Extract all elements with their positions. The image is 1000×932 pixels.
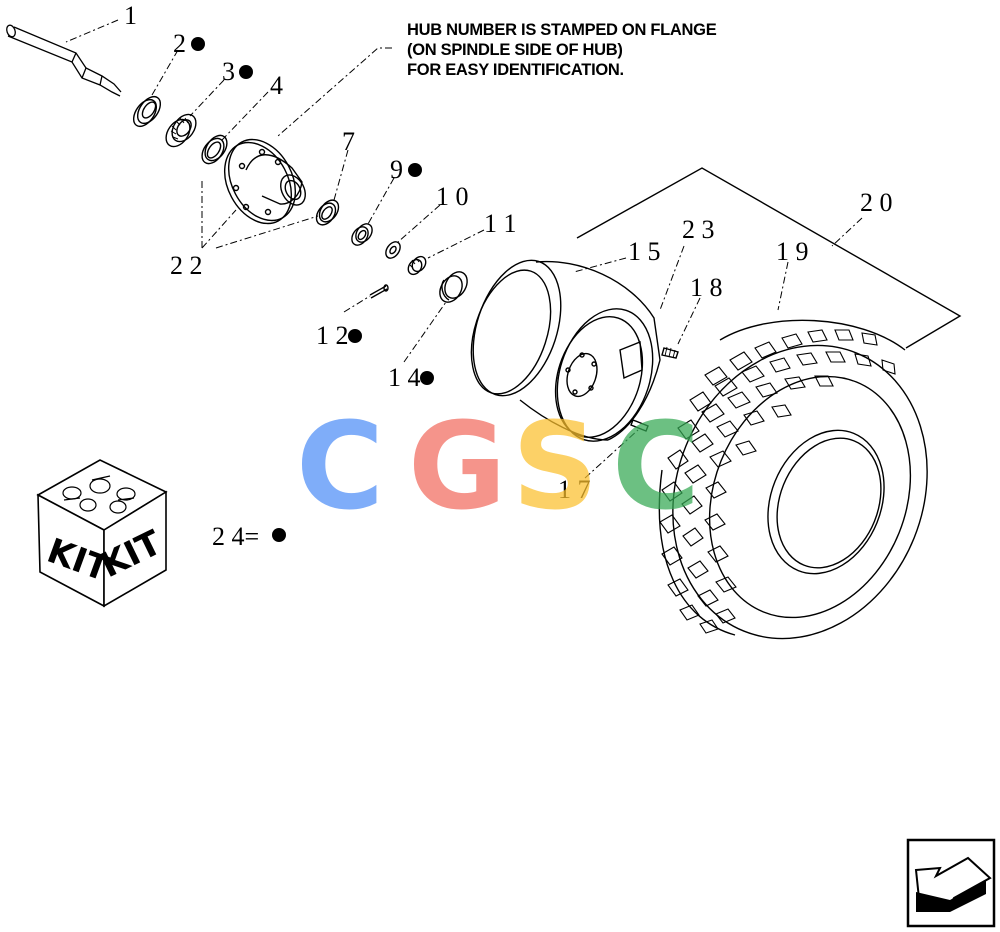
callout-labels: 1 2 3 4 7 9 1 0 1 1 1 2 1 4 1 5 1 7 1 8 … [124,1,893,551]
kit-box-icon: KIT KIT [36,459,169,608]
callout-12: 1 2 [316,321,349,350]
filled-dot-marker-icon [420,371,434,385]
cgsc-watermark: C G S C [296,398,700,537]
valve-stem-part[interactable] [661,346,679,359]
watermark-letter-g: G [408,398,507,537]
callout-17: 1 7 [558,475,591,504]
cotter-pin-part[interactable] [369,284,389,299]
filled-dot-marker-icon [408,163,422,177]
callout-11: 1 1 [484,209,517,238]
bearing-cone-part[interactable] [161,110,201,151]
callout-15: 1 5 [628,237,661,266]
callout-3: 3 [222,57,235,86]
inner-bearing-cone-part[interactable] [349,221,376,248]
seal-part[interactable] [129,93,165,131]
filled-dot-marker-icon [348,329,362,343]
callout-10: 1 0 [436,182,469,211]
filled-dot-marker-icon [191,37,205,51]
wheel-assembly-bracket [576,167,962,349]
callout-23: 2 3 [682,215,715,244]
nav-arrow-icon[interactable] [906,838,996,928]
washer-part[interactable] [383,239,403,261]
watermark-letter-s: S [512,398,598,537]
callout-2: 2 [173,29,186,58]
inner-bearing-cup-part[interactable] [313,197,343,229]
hub-part[interactable] [211,128,310,235]
bolt-part[interactable] [630,419,649,432]
callout-4: 4 [270,71,283,100]
hub-identification-note: HUB NUMBER IS STAMPED ON FLANGE (ON SPIN… [407,20,717,80]
tire-tread-pattern [659,329,896,634]
dust-cap-part[interactable] [435,268,471,306]
note-line-1: HUB NUMBER IS STAMPED ON FLANGE [407,21,717,39]
callout-19: 1 9 [776,237,809,266]
note-line-2: (ON SPINDLE SIDE OF HUB) [407,41,623,59]
leader-lines [65,19,863,479]
bearing-cup-part[interactable] [198,131,232,167]
callout-20: 2 0 [860,188,893,217]
callout-18: 1 8 [690,273,723,302]
spindle-part[interactable] [5,24,122,97]
castle-nut-part[interactable] [405,254,428,277]
callout-9: 9 [390,155,403,184]
watermark-letter-c1: C [296,398,384,537]
note-line-3: FOR EASY IDENTIFICATION. [407,61,624,79]
callout-7: 7 [342,127,355,156]
callout-22: 2 2 [170,251,203,280]
callout-24: 2 4= [212,522,259,551]
tire-part[interactable] [630,307,970,677]
wheel-rim-part[interactable] [457,249,669,454]
callout-14: 1 4 [388,363,421,392]
callout-1: 1 [124,1,137,30]
filled-dot-marker-icon [239,65,253,79]
filled-dot-marker-icon [272,528,286,542]
watermark-letter-c2: C [612,398,700,537]
filled-dot-markers [191,37,434,542]
